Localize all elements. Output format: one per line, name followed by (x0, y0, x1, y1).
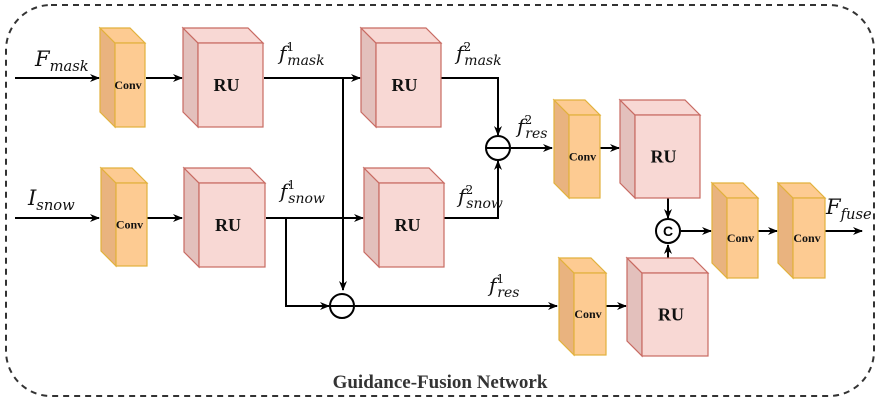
ru-block-ru-mask-1: RU (181, 26, 265, 129)
block-label: RU (651, 147, 677, 167)
block-side-face (183, 166, 200, 269)
ru-block-ru-snow-1: RU (182, 166, 267, 269)
conv-block-conv-fuse-2: Conv (776, 181, 827, 280)
block-side-face (619, 98, 636, 200)
block-label: Conv (727, 231, 754, 245)
block-front-face (375, 42, 442, 128)
concat-circle-icon (655, 218, 681, 244)
conv-block-conv-res2: Conv (552, 98, 602, 200)
block-top-face (625, 257, 710, 274)
label-f-mask: Fmask (34, 47, 89, 75)
connections (15, 74, 863, 310)
block-side-face (363, 166, 380, 269)
label-f-fuse: Ffuse (825, 195, 872, 223)
block-side-face (558, 256, 575, 357)
block-top-face (618, 99, 702, 116)
conv-block-conv-mask: Conv (98, 26, 147, 129)
conv-block-conv-snow: Conv (99, 166, 149, 268)
ru-block-ru-mask-2: RU (359, 26, 443, 129)
block-top-face (362, 167, 446, 184)
block-label: Conv (116, 218, 143, 232)
block-side-face (553, 98, 570, 200)
concat-symbol: C (663, 223, 673, 239)
block-top-face (181, 27, 265, 44)
block-label: Conv (569, 150, 596, 164)
conv-block-conv-res1: Conv (557, 256, 608, 357)
ru-block-ru-res2: RU (618, 98, 702, 200)
block-label: RU (392, 75, 418, 95)
block-front-face (197, 42, 264, 128)
block-front-face (641, 272, 709, 357)
ru-block-ru-snow-2: RU (362, 166, 446, 269)
concat-operator: C (655, 218, 681, 244)
block-side-face (711, 181, 728, 280)
block-side-face (99, 26, 116, 129)
arrow-fsnow2-to-subtract (444, 160, 502, 219)
diagram-title: Guidance-Fusion Network (333, 372, 548, 393)
block-top-face (359, 27, 443, 44)
block-front-face (115, 182, 148, 267)
block-front-face (726, 197, 759, 279)
block-front-face (568, 114, 601, 199)
block-front-face (114, 42, 146, 128)
block-front-face (573, 272, 607, 356)
block-side-face (100, 166, 117, 268)
block-side-face (182, 26, 199, 129)
subtract-top (485, 135, 511, 161)
block-side-face (777, 181, 794, 280)
arrow-fmask2-to-subtract (441, 77, 502, 136)
block-front-face (634, 114, 701, 199)
block-label: RU (214, 75, 240, 95)
block-label: Conv (793, 231, 820, 245)
block-front-face (198, 182, 266, 268)
block-side-face (360, 26, 377, 129)
network-border (5, 4, 875, 397)
arrow-fsnow1-to-subtract-bottom (285, 218, 330, 310)
block-label: RU (658, 305, 684, 325)
block-label: Conv (574, 307, 601, 321)
block-label: Conv (114, 78, 141, 92)
block-top-face (182, 167, 267, 184)
block-front-face (378, 182, 445, 268)
subtract-bottom (329, 293, 355, 319)
block-front-face (792, 197, 826, 279)
block-label: RU (215, 215, 241, 235)
block-label: RU (395, 215, 421, 235)
label-i-snow: Isnow (27, 186, 75, 214)
conv-block-conv-fuse-1: Conv (710, 181, 760, 280)
block-side-face (626, 256, 643, 358)
ru-block-ru-res1: RU (625, 256, 710, 358)
